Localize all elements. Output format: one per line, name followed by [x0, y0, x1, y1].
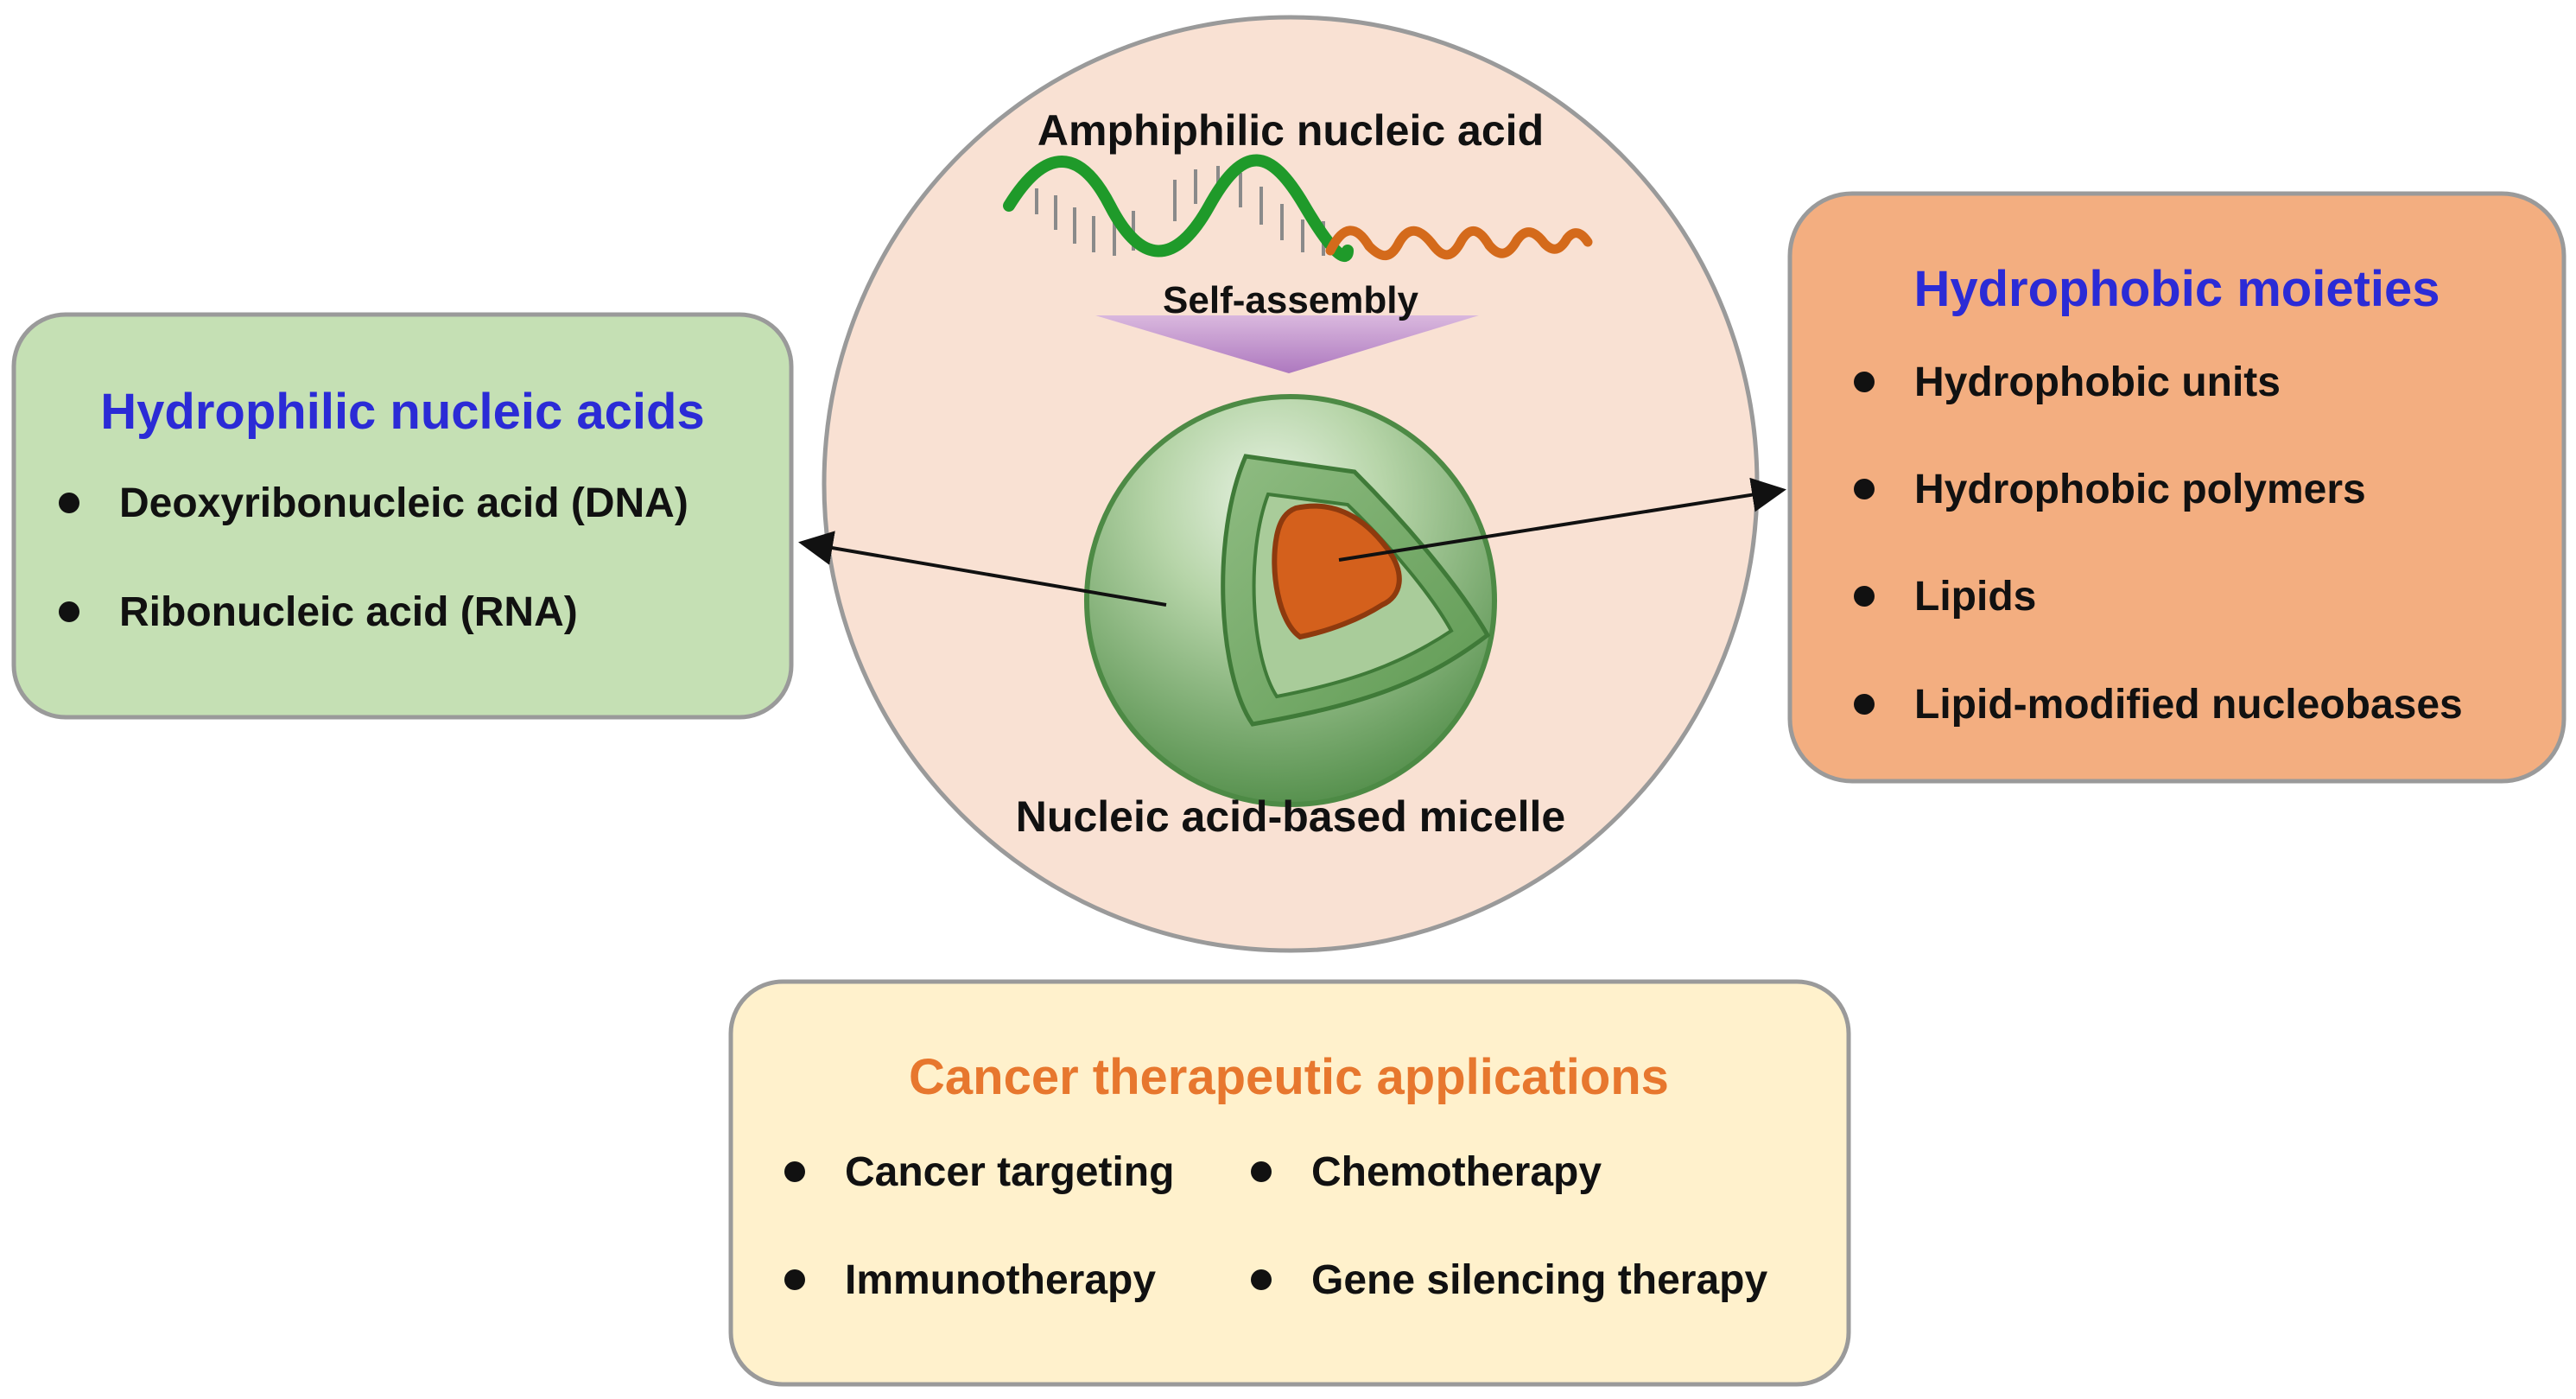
applications-item-immunotherapy: Immunotherapy — [845, 1257, 1156, 1303]
hydrophilic-box — [11, 312, 794, 720]
applications-item-chemotherapy: Chemotherapy — [1311, 1149, 1602, 1195]
hydrophobic-item-units: Hydrophobic units — [1914, 359, 2281, 405]
applications-title: Cancer therapeutic applications — [909, 1049, 1669, 1105]
bullet-icon — [59, 601, 79, 622]
bullet-icon — [1854, 586, 1875, 607]
amphiphilic-strand-icon — [1003, 154, 1593, 262]
applications-item-gene-silencing: Gene silencing therapy — [1311, 1257, 1767, 1303]
hydrophilic-item-dna: Deoxyribonucleic acid (DNA) — [119, 480, 688, 526]
hydrophobic-title: Hydrophobic moieties — [1913, 261, 2440, 317]
bullet-icon — [1251, 1161, 1272, 1182]
hydrophobic-item-lipid-nucleobases: Lipid-modified nucleobases — [1914, 682, 2463, 728]
hydrophilic-title: Hydrophilic nucleic acids — [100, 384, 704, 440]
bullet-icon — [59, 493, 79, 513]
amphiphilic-label: Amphiphilic nucleic acid — [1037, 106, 1544, 155]
hydrophobic-box — [1787, 191, 2566, 784]
micelle-label: Nucleic acid-based micelle — [1016, 792, 1565, 841]
micelle-icon — [1084, 394, 1497, 807]
applications-item-targeting: Cancer targeting — [845, 1149, 1174, 1195]
bullet-icon — [1854, 479, 1875, 499]
self-assembly-label: Self-assembly — [1163, 279, 1418, 321]
bullet-icon — [1854, 694, 1875, 715]
dna-strand — [1003, 154, 1354, 262]
hydrophobic-item-lipids: Lipids — [1914, 574, 2036, 620]
self-assembly-arrow-icon — [1095, 315, 1479, 373]
arrow-to-hydrophobic — [1338, 477, 1786, 562]
micelle-core — [1272, 503, 1402, 640]
bullet-icon — [784, 1161, 805, 1182]
hydrophobic-item-polymers: Hydrophobic polymers — [1914, 467, 2366, 512]
arrow-to-hydrophilic — [798, 531, 1167, 607]
hydrophilic-item-rna: Ribonucleic acid (RNA) — [119, 589, 578, 635]
bullet-icon — [1854, 372, 1875, 392]
hydrophobic-tail — [1325, 226, 1593, 261]
bullet-icon — [1251, 1269, 1272, 1290]
applications-box — [728, 979, 1851, 1387]
bullet-icon — [784, 1269, 805, 1290]
